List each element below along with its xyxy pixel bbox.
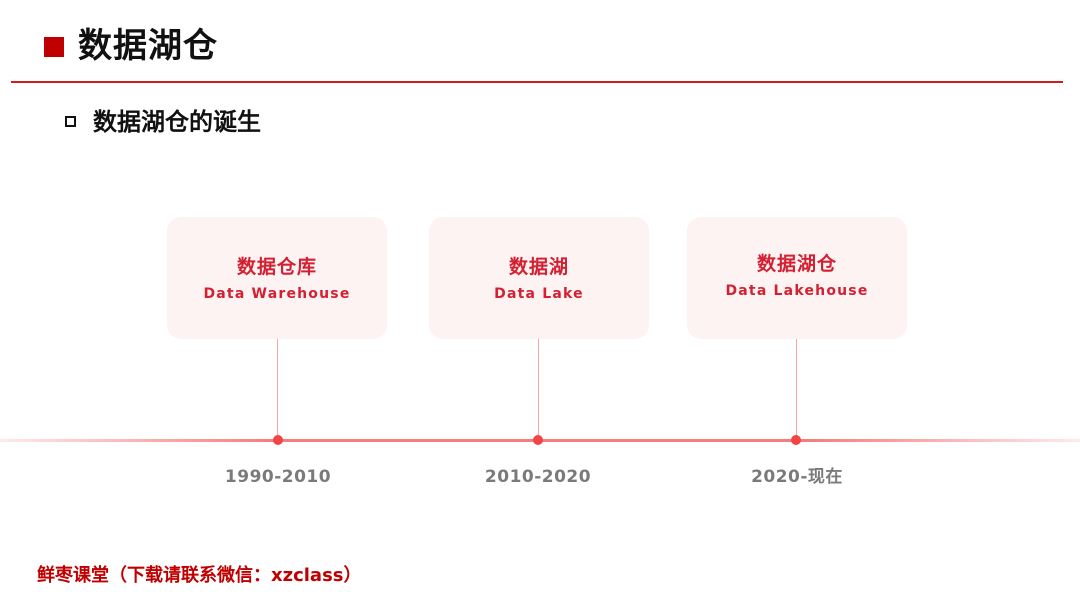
timeline-card-data-lake: 数据湖 Data Lake <box>429 217 649 339</box>
card-title-zh: 数据仓库 <box>236 256 317 278</box>
card-title-zh: 数据湖 <box>508 256 569 278</box>
timeline-dot <box>273 435 283 445</box>
card-title-en: Data Lake <box>494 286 584 302</box>
timeline-period: 2010-2020 <box>484 467 592 487</box>
timeline-dot <box>533 435 543 445</box>
title-square-bullet <box>44 37 64 57</box>
timeline-connector <box>538 339 539 440</box>
hollow-square-bullet-icon <box>65 116 76 127</box>
footer-watermark: 鲜枣课堂（下载请联系微信：xzclass） <box>37 565 362 586</box>
timeline-dot <box>791 435 801 445</box>
page-title: 数据湖仓 <box>78 26 218 66</box>
section-subtitle: 数据湖仓的诞生 <box>93 108 261 136</box>
card-title-en: Data Warehouse <box>203 286 351 302</box>
timeline-card-data-lakehouse: 数据湖仓 Data Lakehouse <box>687 217 907 339</box>
header-divider <box>11 81 1063 83</box>
timeline-connector <box>796 339 797 440</box>
timeline-connector <box>277 339 278 440</box>
timeline-period: 2020-现在 <box>751 467 843 487</box>
timeline-period: 1990-2010 <box>224 467 332 487</box>
card-title-en: Data Lakehouse <box>725 283 869 299</box>
timeline-card-data-warehouse: 数据仓库 Data Warehouse <box>167 217 387 339</box>
card-title-zh: 数据湖仓 <box>756 253 837 275</box>
